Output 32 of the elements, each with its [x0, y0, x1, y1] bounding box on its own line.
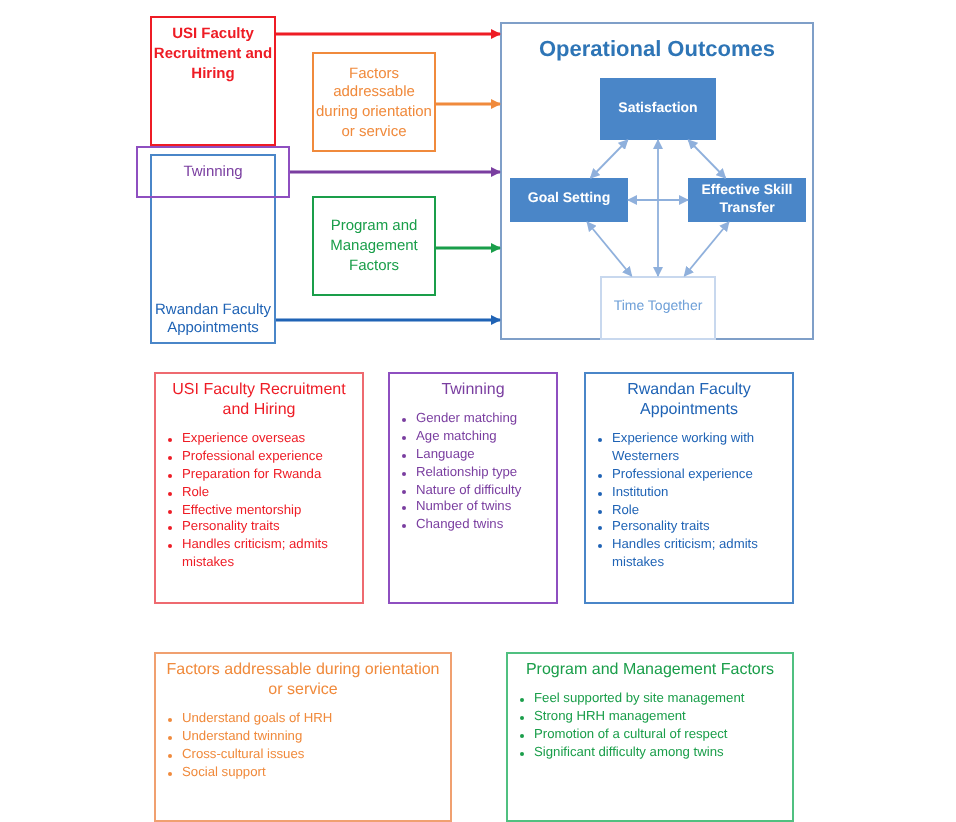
arrow	[436, 99, 501, 109]
arrow	[589, 139, 629, 179]
arrow	[687, 139, 727, 179]
factor-box	[150, 16, 276, 146]
detail-panel	[584, 372, 794, 604]
outcome-box	[510, 178, 628, 222]
detail-panel	[506, 652, 794, 822]
detail-panel	[388, 372, 558, 604]
outcome-box	[600, 78, 716, 140]
panel-title: Rwandan Faculty Appointments	[625, 380, 753, 420]
detail-panel	[154, 652, 452, 822]
arrow	[586, 221, 633, 277]
panel-title: USI Faculty Recruitment and Hiring	[170, 380, 348, 420]
factor-box	[136, 146, 290, 198]
panel-title: Twinning	[439, 380, 507, 400]
arrow	[653, 139, 663, 277]
factor-box	[312, 196, 436, 296]
arrow	[276, 315, 501, 325]
panel-title: Program and Management Factors	[523, 660, 777, 680]
panel-title: Operational Outcomes	[539, 36, 775, 65]
arrow	[436, 243, 501, 253]
factor-box	[150, 154, 276, 344]
outcomes-panel	[500, 22, 814, 340]
arrow	[276, 29, 501, 39]
panel-title: Factors addressable during orientation or service	[164, 660, 442, 700]
outcome-box	[600, 276, 716, 340]
arrow	[290, 167, 501, 177]
arrow	[627, 195, 689, 205]
outcome-box	[688, 178, 806, 222]
detail-panel	[154, 372, 364, 604]
arrow	[683, 221, 730, 277]
factor-box	[312, 52, 436, 152]
